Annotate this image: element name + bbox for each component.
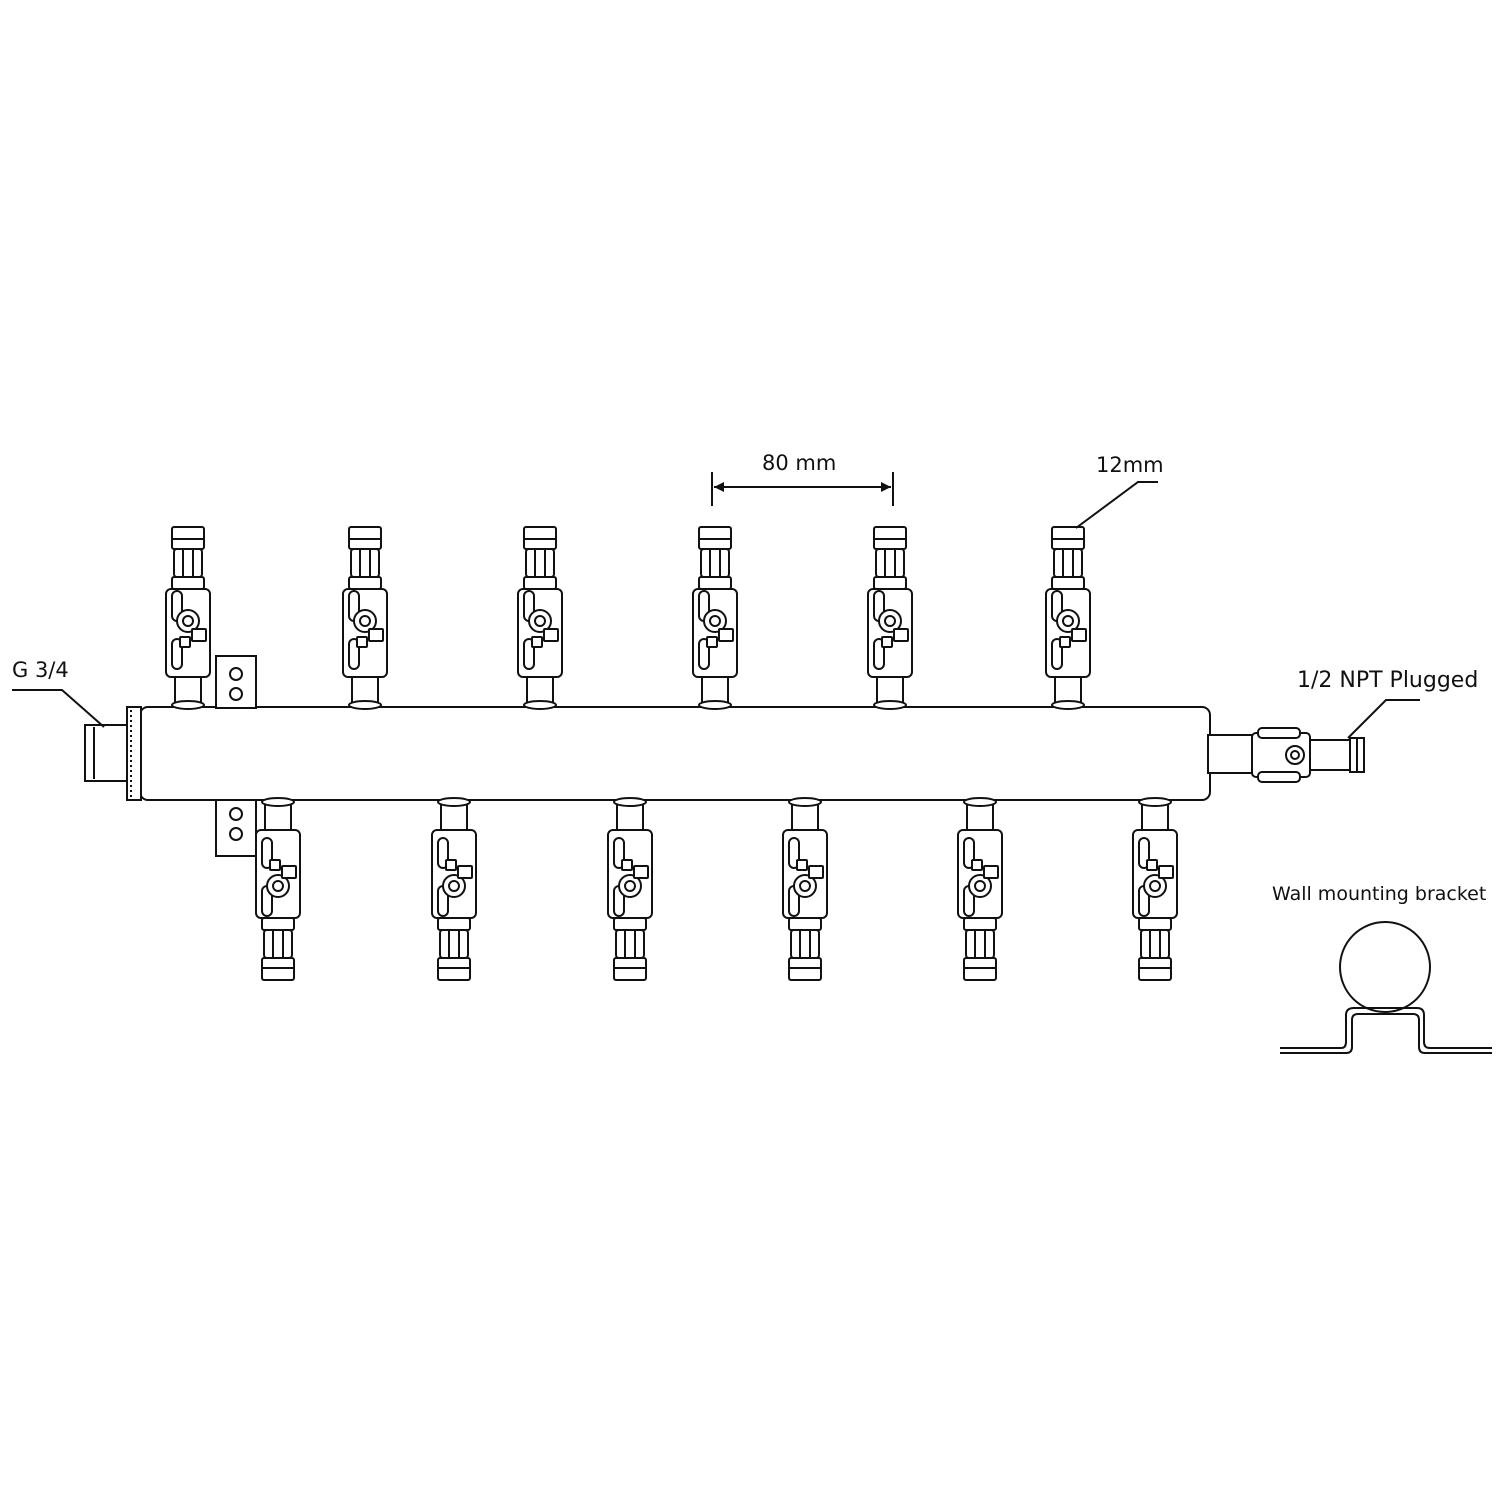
spacing-label: 80 mm <box>762 451 837 475</box>
bottom-valve-5 <box>957 797 1003 981</box>
tube-size-label: 12mm <box>1096 453 1164 477</box>
top-valve-row <box>165 526 1091 710</box>
top-valve-4 <box>692 526 738 710</box>
top-valve-6 <box>1045 526 1091 710</box>
bracket-label: Wall mounting bracket <box>1272 883 1487 905</box>
bottom-valve-4 <box>782 797 828 981</box>
bottom-valve-2 <box>431 797 477 981</box>
bottom-valve-row <box>255 797 1178 981</box>
tube-leader <box>1075 481 1158 529</box>
top-valve-1 <box>165 526 211 710</box>
bottom-valve-3 <box>607 797 653 981</box>
top-valve-5 <box>867 526 913 710</box>
plug-leader <box>1347 699 1420 739</box>
manifold-body <box>84 706 1259 801</box>
plugged-end-valve <box>1251 727 1365 783</box>
top-valve-3 <box>517 526 563 710</box>
bracket-icon <box>1280 921 1492 1054</box>
bottom-valve-1 <box>255 797 301 981</box>
spacing-dimension <box>711 472 894 506</box>
top-valve-2 <box>342 526 388 710</box>
plugged-end-label: 1/2 NPT Plugged <box>1297 668 1479 693</box>
mount-plate-bottom <box>215 799 257 857</box>
inlet-leader <box>12 689 105 728</box>
mount-plate-top <box>215 655 257 709</box>
bottom-valve-6 <box>1132 797 1178 981</box>
inlet-size-label: G 3/4 <box>12 658 69 682</box>
